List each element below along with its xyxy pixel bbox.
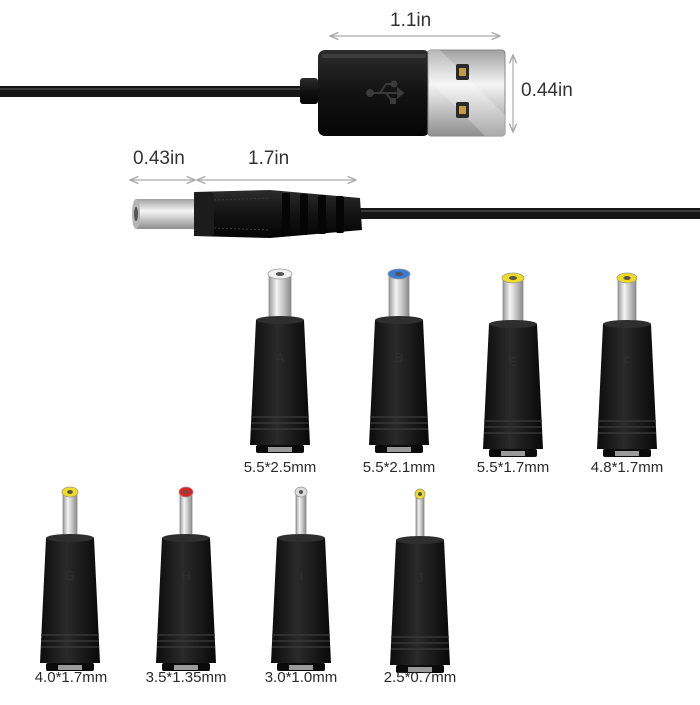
adapter-tip: F [597,272,657,457]
tip-letter: E [509,354,518,369]
tip-letter: G [65,568,75,583]
tip-letter: H [181,568,190,583]
tip-label: 4.0*1.7mm [34,669,108,686]
usb-plug [318,49,506,137]
tip-body [250,320,310,445]
dc-plug [132,190,362,238]
dc-barrel [134,199,196,229]
adapter-tips: A B E F G H I J [40,268,657,673]
adapter-tip: J [390,488,450,673]
usb-symbol-icon [366,80,405,104]
tip-body [156,538,216,663]
tip-letter: A [276,350,285,365]
tip-label: 5.5*2.1mm [362,459,436,476]
tip-label: 2.5*0.7mm [383,669,457,686]
tip-label: 3.0*1.0mm [264,669,338,686]
adapter-tip: H [156,486,216,671]
tip-letter: F [623,354,631,369]
dc-cable [360,208,700,219]
usb-length-label: 1.1in [390,10,432,31]
dc-body-length-label: 1.7in [248,148,290,169]
tip-letter: I [299,568,303,583]
adapter-tip: E [483,272,543,457]
tip-body [369,320,429,445]
tip-label: 3.5*1.35mm [145,669,227,686]
adapter-tip: G [40,486,100,671]
dc-grip-ribs [282,193,344,236]
dc-tip-length-label: 0.43in [133,148,185,169]
tip-label: 4.8*1.7mm [590,459,664,476]
usb-height-label: 0.44in [521,80,573,101]
tip-body [597,324,657,449]
usb-cable [0,78,318,104]
tip-body [483,324,543,449]
usb-strain-relief [300,78,318,104]
adapter-tip: B [369,268,429,453]
tip-letter: J [417,570,424,585]
adapter-tip: I [271,486,331,671]
adapter-tip: A [250,268,310,453]
usb-metal-shell [428,50,505,136]
tip-body [271,538,331,663]
tip-label: 5.5*1.7mm [476,459,550,476]
tip-letter: B [395,350,404,365]
tip-body [40,538,100,663]
tip-label: 5.5*2.5mm [243,459,317,476]
tip-body [390,540,450,665]
